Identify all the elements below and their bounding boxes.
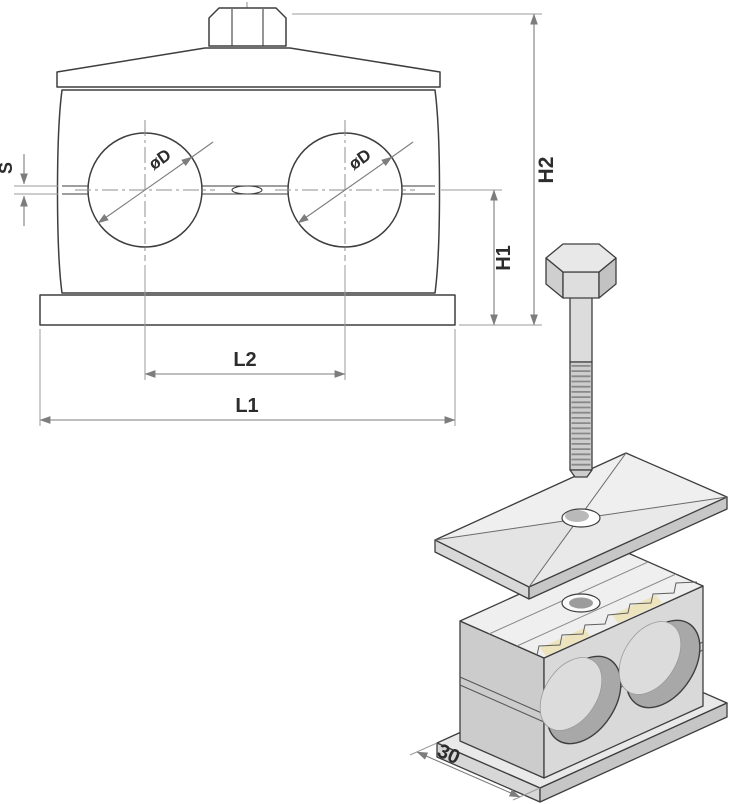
cover-bolt-hole-iso <box>561 508 601 528</box>
bolt-head-iso <box>545 243 617 299</box>
dim-h1: H1 <box>490 189 515 326</box>
brass-accent-2 <box>612 595 662 623</box>
base-plate-front <box>39 294 456 326</box>
dim-s: S <box>0 154 28 226</box>
bolt-iso <box>545 243 617 478</box>
bolt-head-front <box>208 7 287 47</box>
front-view: S øD øD H2 H1 L2 <box>0 2 558 426</box>
dim-l2: L2 <box>144 349 346 378</box>
dim-h2: H2 <box>530 13 558 326</box>
pipe-bore-right-iso <box>618 619 701 709</box>
bolt-shank <box>569 295 593 363</box>
clamp-body-iso <box>459 548 704 779</box>
dim-label-l2: L2 <box>233 349 256 371</box>
top-groove-1 <box>516 573 677 647</box>
bolt-tip <box>569 469 593 478</box>
cover-plate-iso <box>434 452 728 600</box>
dim-label-h2: H2 <box>535 157 558 184</box>
dim-label-l1: L1 <box>235 395 258 417</box>
brass-accent-1 <box>540 628 590 656</box>
dim-l1: L1 <box>39 395 456 424</box>
dim-label-s: S <box>0 162 16 174</box>
center-thread-hole-iso <box>561 593 601 613</box>
cover-shading-1 <box>435 518 581 587</box>
cover-plate-front <box>56 47 441 88</box>
isometric-view: 30 <box>409 243 728 803</box>
serration-profile <box>536 581 698 656</box>
center-bolt-hole-front <box>231 185 263 195</box>
pipe-bore-left-iso <box>539 655 622 745</box>
dim-label-h1: H1 <box>493 245 515 271</box>
